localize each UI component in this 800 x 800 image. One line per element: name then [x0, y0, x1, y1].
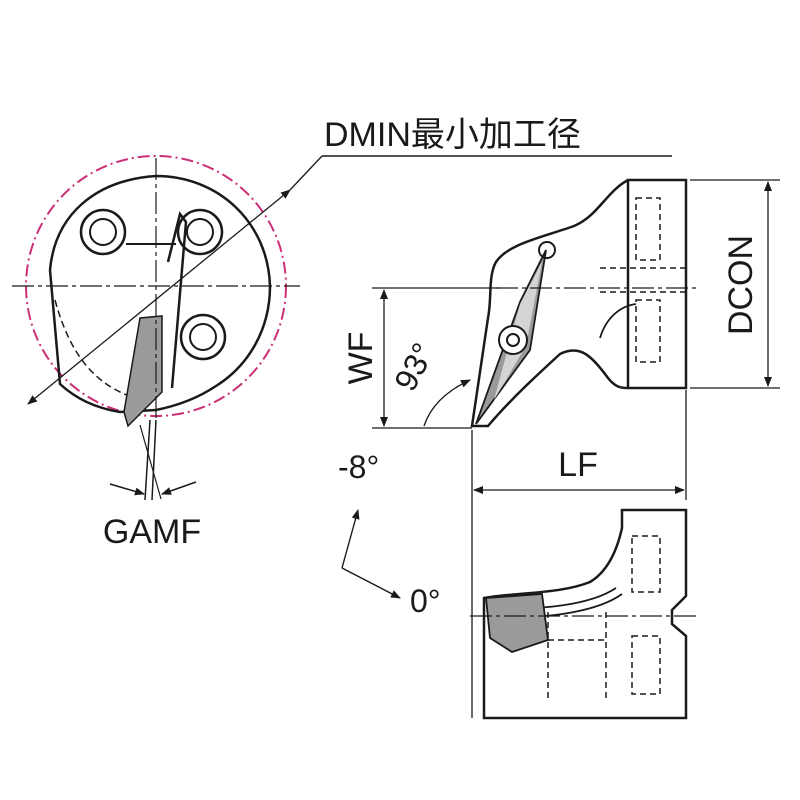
screw-boss-lower: [179, 313, 227, 361]
side-view: [470, 178, 700, 428]
top-view-hidden-holes: [547, 535, 661, 700]
dmin-label: DMIN最小加工径: [324, 116, 581, 154]
angle-0-label: 0°: [410, 583, 441, 619]
dmin-diameter-line: [27, 189, 291, 405]
end-view-chip-pocket: [166, 211, 188, 389]
side-view-hidden-holes: [600, 197, 686, 363]
top-view-insert: [485, 593, 549, 653]
side-view-relief: [599, 303, 637, 339]
lf-label: LF: [558, 446, 598, 484]
angle-93-callout: [423, 379, 471, 427]
end-view: [12, 155, 672, 501]
gamf-label: GAMF: [103, 513, 201, 551]
wf-dimension: [372, 287, 500, 429]
lf-dimension: [471, 390, 687, 718]
dcon-label: DCON: [722, 235, 760, 335]
gamf-arrow-left: [109, 483, 145, 496]
gamf-arrow-right: [161, 481, 197, 495]
angle-93-label: 93°: [387, 337, 442, 397]
dcon-dimension: [690, 179, 780, 389]
end-view-center-lines: [12, 158, 300, 420]
screw-boss-left: [79, 208, 127, 256]
top-view: [470, 508, 700, 720]
dmin-leader: [289, 155, 323, 191]
wf-label: WF: [342, 332, 380, 385]
inclination-arrows: [341, 509, 401, 599]
insert-screw: [498, 325, 528, 355]
angle-neg8-label: -8°: [338, 449, 379, 485]
side-view-shank: [626, 178, 688, 390]
top-view-body: [482, 508, 688, 720]
side-view-body: [470, 178, 629, 428]
